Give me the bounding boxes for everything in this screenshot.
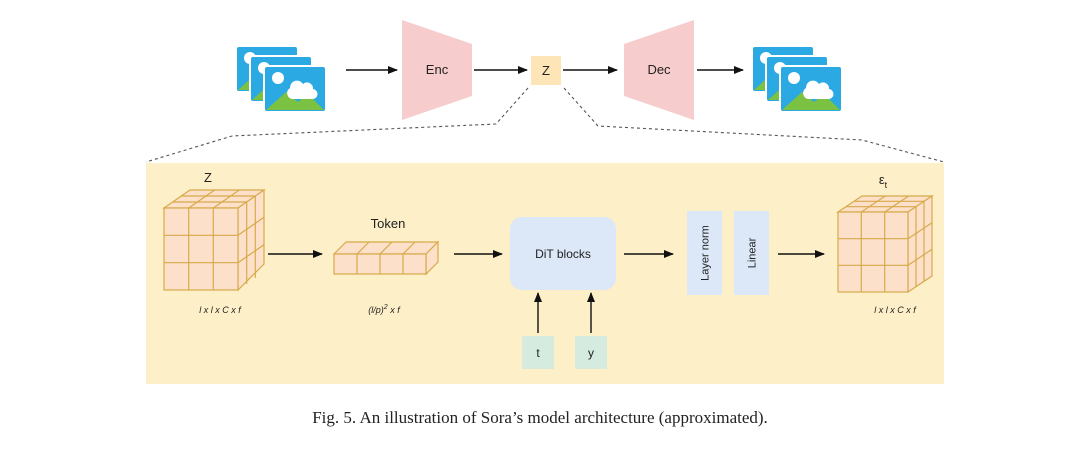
figure-caption: Fig. 5. An illustration of Sora’s model … <box>312 408 768 427</box>
output-dims-label: l x l x C x f <box>874 305 917 315</box>
zoom-dashed-line-right <box>563 87 945 163</box>
zoom-dashed-line-left <box>145 87 529 163</box>
linear-label: Linear <box>747 237 759 268</box>
token-label: Token <box>371 216 406 231</box>
input-images-icon <box>236 46 326 112</box>
token-dims-exponent: 2 <box>383 304 388 311</box>
encoder-block: Enc <box>402 20 472 120</box>
linear-box: Linear <box>734 211 769 295</box>
latent-z-box: Z <box>531 56 561 85</box>
condition-y-box: y <box>575 336 607 369</box>
decoder-block: Dec <box>624 20 694 120</box>
timestep-t-box: t <box>522 336 554 369</box>
input-z-label: Z <box>204 170 212 185</box>
condition-y-label: y <box>588 346 594 360</box>
timestep-t-label: t <box>536 346 540 360</box>
token-dims-label: (l/p)2 x f <box>368 304 401 315</box>
layer-norm-label: Layer norm <box>700 225 712 281</box>
dit-blocks-box: DiT blocks <box>510 217 616 290</box>
latent-z-label: Z <box>542 63 550 78</box>
dit-blocks-label: DiT blocks <box>535 247 591 261</box>
output-noise-cube <box>836 194 934 294</box>
token-strip <box>332 240 440 276</box>
output-epsilon-subscript: t <box>885 180 888 190</box>
output-epsilon-label: εt <box>879 172 888 190</box>
output-images-icon <box>752 46 842 112</box>
layer-norm-box: Layer norm <box>687 211 722 295</box>
input-latent-cube <box>162 188 266 292</box>
encoder-label: Enc <box>426 62 449 77</box>
input-dims-label: l x l x C x f <box>199 305 242 315</box>
decoder-label: Dec <box>647 62 671 77</box>
